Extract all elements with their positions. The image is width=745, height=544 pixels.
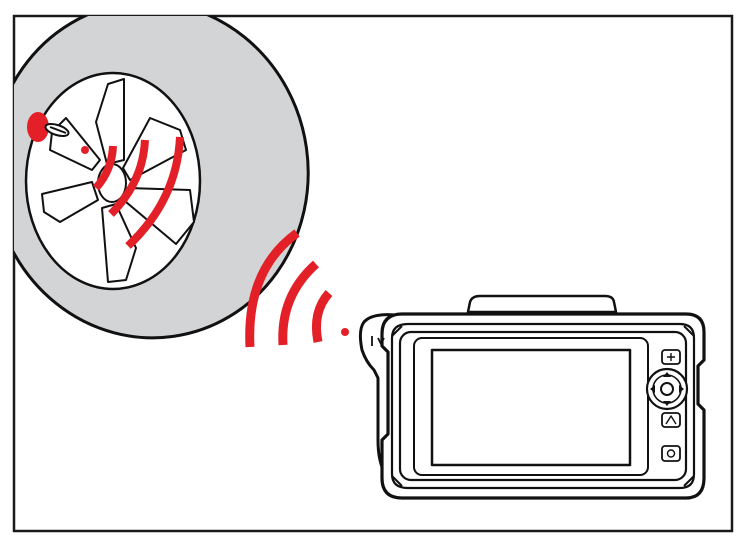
tool-button-bottom bbox=[661, 445, 681, 462]
tool-top-bumper bbox=[466, 294, 618, 314]
tool-signal-arc-1 bbox=[311, 290, 333, 343]
wheel-icon bbox=[14, 16, 310, 340]
tool-button-middle bbox=[661, 412, 681, 428]
tpms-tool-icon bbox=[358, 294, 706, 500]
tpms-sensor-icon bbox=[27, 112, 70, 142]
tool-button-top bbox=[661, 349, 681, 365]
signal-dot bbox=[81, 146, 89, 154]
tool-screen bbox=[430, 348, 632, 467]
signal-wave-icon bbox=[81, 136, 184, 249]
tool-signal-arc-3 bbox=[245, 229, 300, 348]
dpad-icon bbox=[645, 367, 689, 411]
tool-side-mark bbox=[371, 336, 385, 346]
signal-dot bbox=[341, 328, 349, 336]
tool-signal-arc-2 bbox=[278, 260, 320, 346]
sensor-signal-arc-1 bbox=[92, 145, 117, 191]
sensor-signal-arc-2 bbox=[108, 139, 149, 217]
signal-wave-icon bbox=[245, 229, 349, 348]
sensor-signal-arc-3 bbox=[125, 136, 184, 249]
tool-corner-bolts bbox=[391, 325, 695, 487]
